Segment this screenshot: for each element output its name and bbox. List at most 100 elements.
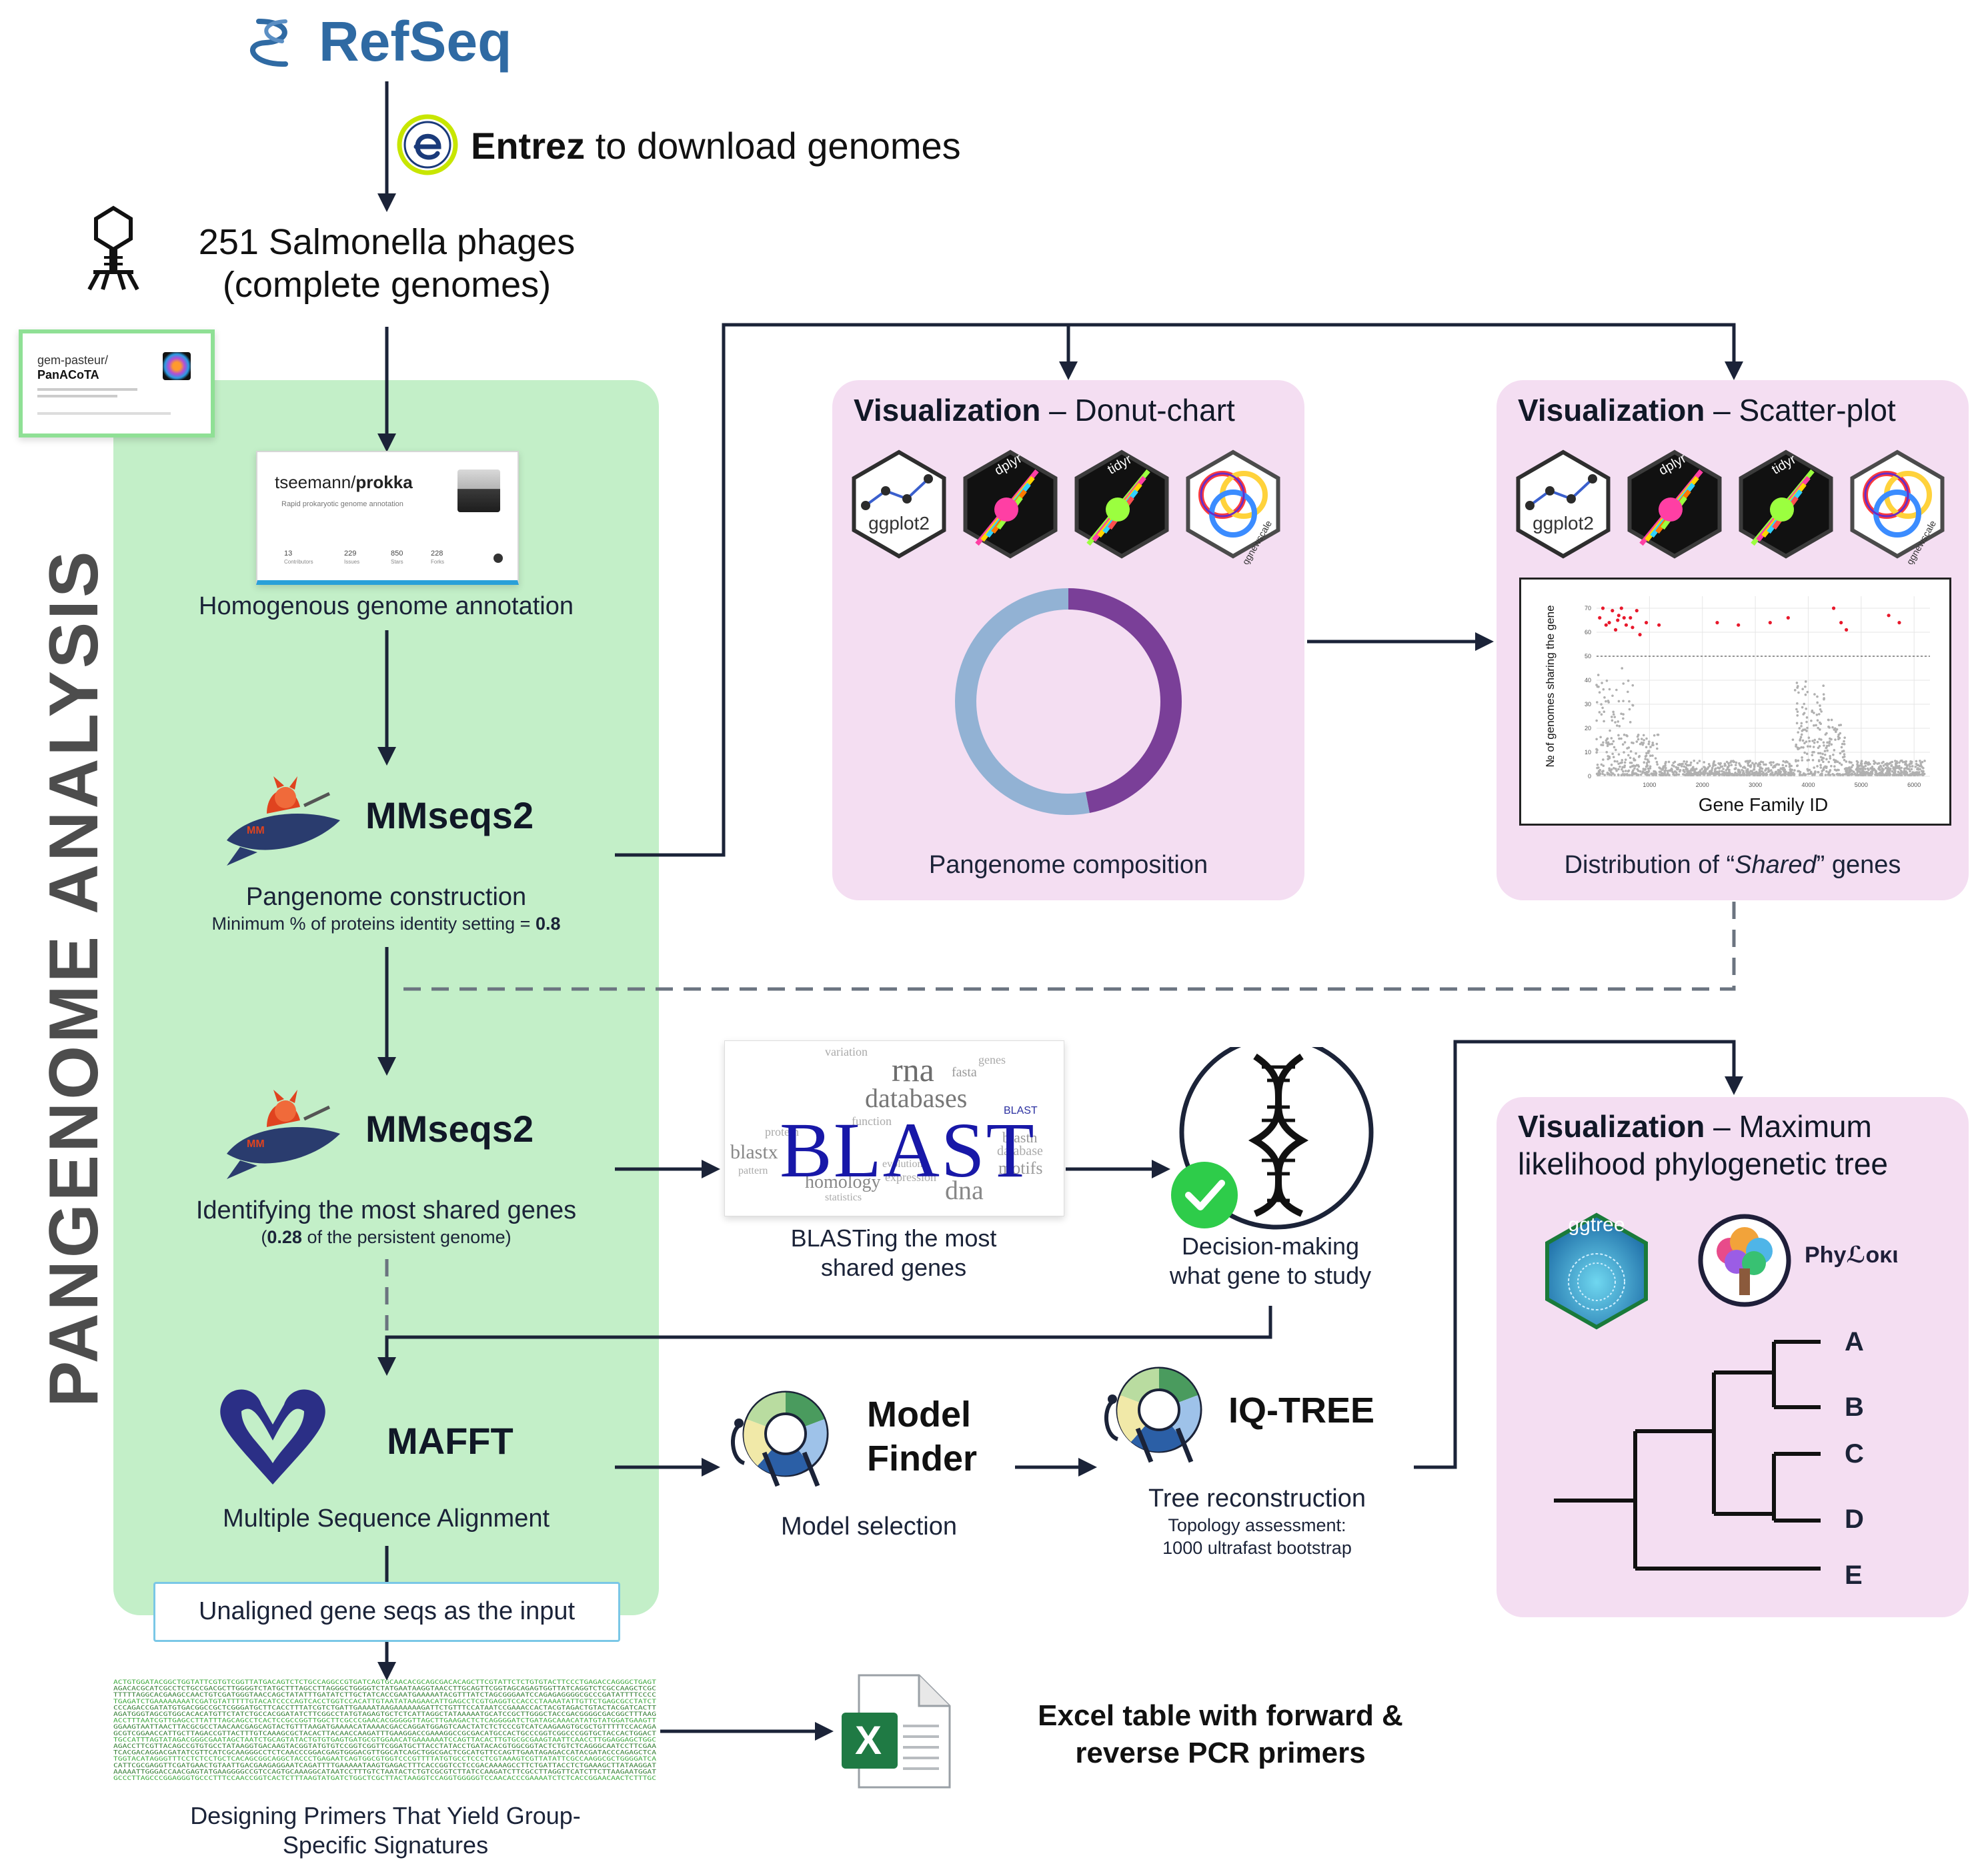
scatter-point (1911, 765, 1914, 768)
vis-rest: – Donut-chart (1040, 393, 1235, 427)
scatter-point (1830, 743, 1833, 746)
scatter-point (1819, 721, 1821, 724)
scatter-point (1820, 710, 1823, 713)
scatter-point (1851, 764, 1855, 767)
panacota-card[interactable]: gem-pasteur/ PanACoTA (19, 329, 215, 437)
scatter-point (1610, 771, 1613, 774)
donut-slice-0 (1068, 588, 1182, 813)
scatter-point (1730, 773, 1733, 776)
scatter-point (1644, 768, 1647, 771)
scatter-point (1819, 766, 1823, 769)
persistent-open: ( (261, 1227, 267, 1247)
scatter-point (1871, 768, 1874, 770)
scatter-point (1623, 764, 1627, 767)
scatter-point (1809, 770, 1813, 774)
scatter-point (1798, 774, 1801, 776)
scatter-point (1603, 720, 1605, 723)
scatter-point (1886, 764, 1889, 768)
scatter-point (1599, 736, 1602, 739)
stat-label: Contributors (284, 559, 313, 565)
scatter-point (1909, 770, 1911, 773)
scatter-point (1601, 744, 1605, 746)
scatter-point (1813, 693, 1816, 696)
scatter-point (1632, 764, 1635, 768)
scatter-point (1825, 770, 1828, 773)
scatter-point (1656, 733, 1659, 736)
scatter-point (1831, 726, 1834, 729)
scatter-point (1801, 739, 1805, 742)
scatter-point (1832, 753, 1835, 756)
mmseqs-rocket-icon: MM (227, 776, 340, 866)
scatter-point (1891, 774, 1895, 776)
sequence-row: GGAAGTAATTAACTTACGCGCCTAACAACGAGCAGTACTG… (113, 1724, 657, 1731)
scatter-point (1627, 679, 1630, 682)
scatter-point (1761, 761, 1765, 764)
scatter-point (1800, 746, 1803, 749)
dna-decision-icon (1171, 1047, 1374, 1230)
cloud-word: database (997, 1144, 1043, 1158)
scatter-point (1919, 762, 1923, 764)
scatter-point (1796, 714, 1799, 717)
scatter-point (1865, 762, 1869, 764)
scatter-point (1815, 724, 1817, 727)
scatter-point (1712, 764, 1715, 768)
scatter-point (1822, 684, 1825, 688)
tree-tip-d: D (1845, 1505, 1864, 1534)
svg-text:MM: MM (247, 825, 265, 836)
scatter-point (1600, 763, 1603, 766)
sequence-row: ACTGTGGATACGGCTGGTATTCGTGTCGGTTATGACAGTC… (113, 1679, 656, 1686)
scatter-point (1878, 772, 1881, 776)
scatter-point (1784, 761, 1787, 764)
scatter-point (1798, 727, 1801, 730)
scatter-point (1813, 712, 1815, 714)
scatter-point (1795, 764, 1799, 768)
mmseqs2-label: MMseqs2 (365, 794, 534, 836)
dashed-scatter-feedback (393, 902, 1736, 991)
cloud-word: rna (892, 1051, 934, 1088)
sequence-alignment-block: ACTGTGGATACGGCTGGTATTCGTGTCGGTTATGACAGTC… (113, 1679, 657, 1782)
scatter-point (1880, 770, 1883, 773)
scatter-point (1645, 752, 1648, 755)
scatter-point (1821, 756, 1824, 760)
scatter-point (1611, 694, 1614, 698)
scatter-point (1600, 713, 1603, 716)
scatter-point (1617, 720, 1619, 723)
scatter-point (1713, 772, 1716, 775)
scatter-point (1817, 770, 1819, 774)
cloud-word: expression (885, 1170, 936, 1184)
scatter-point (1618, 725, 1621, 728)
scatter-point (1877, 762, 1881, 765)
scatter-point (1845, 760, 1848, 763)
scatter-point (1863, 762, 1867, 765)
scatter-points-below (1595, 667, 1926, 776)
scatter-point (1693, 759, 1696, 762)
prokka-card[interactable]: tseemann/prokka Rapid prokaryotic genome… (256, 451, 519, 585)
y-tick-label: 20 (1585, 725, 1591, 732)
scatter-point (1595, 751, 1598, 754)
scatter-point (1707, 762, 1711, 766)
scatter-point (1656, 747, 1659, 750)
scatter-point (1837, 733, 1840, 736)
scatter-point (1615, 770, 1618, 772)
scatter-point (1600, 703, 1603, 706)
scatter-point (1714, 767, 1717, 770)
scatter-point (1747, 764, 1750, 767)
vis-rest: – Maximum (1705, 1109, 1872, 1144)
scatter-point (1685, 760, 1689, 763)
scatter-point (1663, 770, 1666, 772)
scatter-point (1919, 760, 1921, 762)
refseq-logo: RefSeq (319, 10, 512, 73)
svg-text:ggplot2: ggplot2 (1533, 513, 1594, 534)
scatter-point (1692, 766, 1695, 769)
scatter-point (1837, 738, 1840, 741)
scatter-point (1816, 719, 1819, 722)
scatter-point-shared (1897, 621, 1901, 625)
scatter-point (1795, 682, 1799, 684)
scatter-point (1796, 710, 1799, 713)
scatter-point (1685, 766, 1687, 769)
scatter-point (1746, 774, 1749, 776)
decision-line2: what gene to study (1169, 1262, 1372, 1289)
scatter-point-shared (1831, 606, 1836, 610)
